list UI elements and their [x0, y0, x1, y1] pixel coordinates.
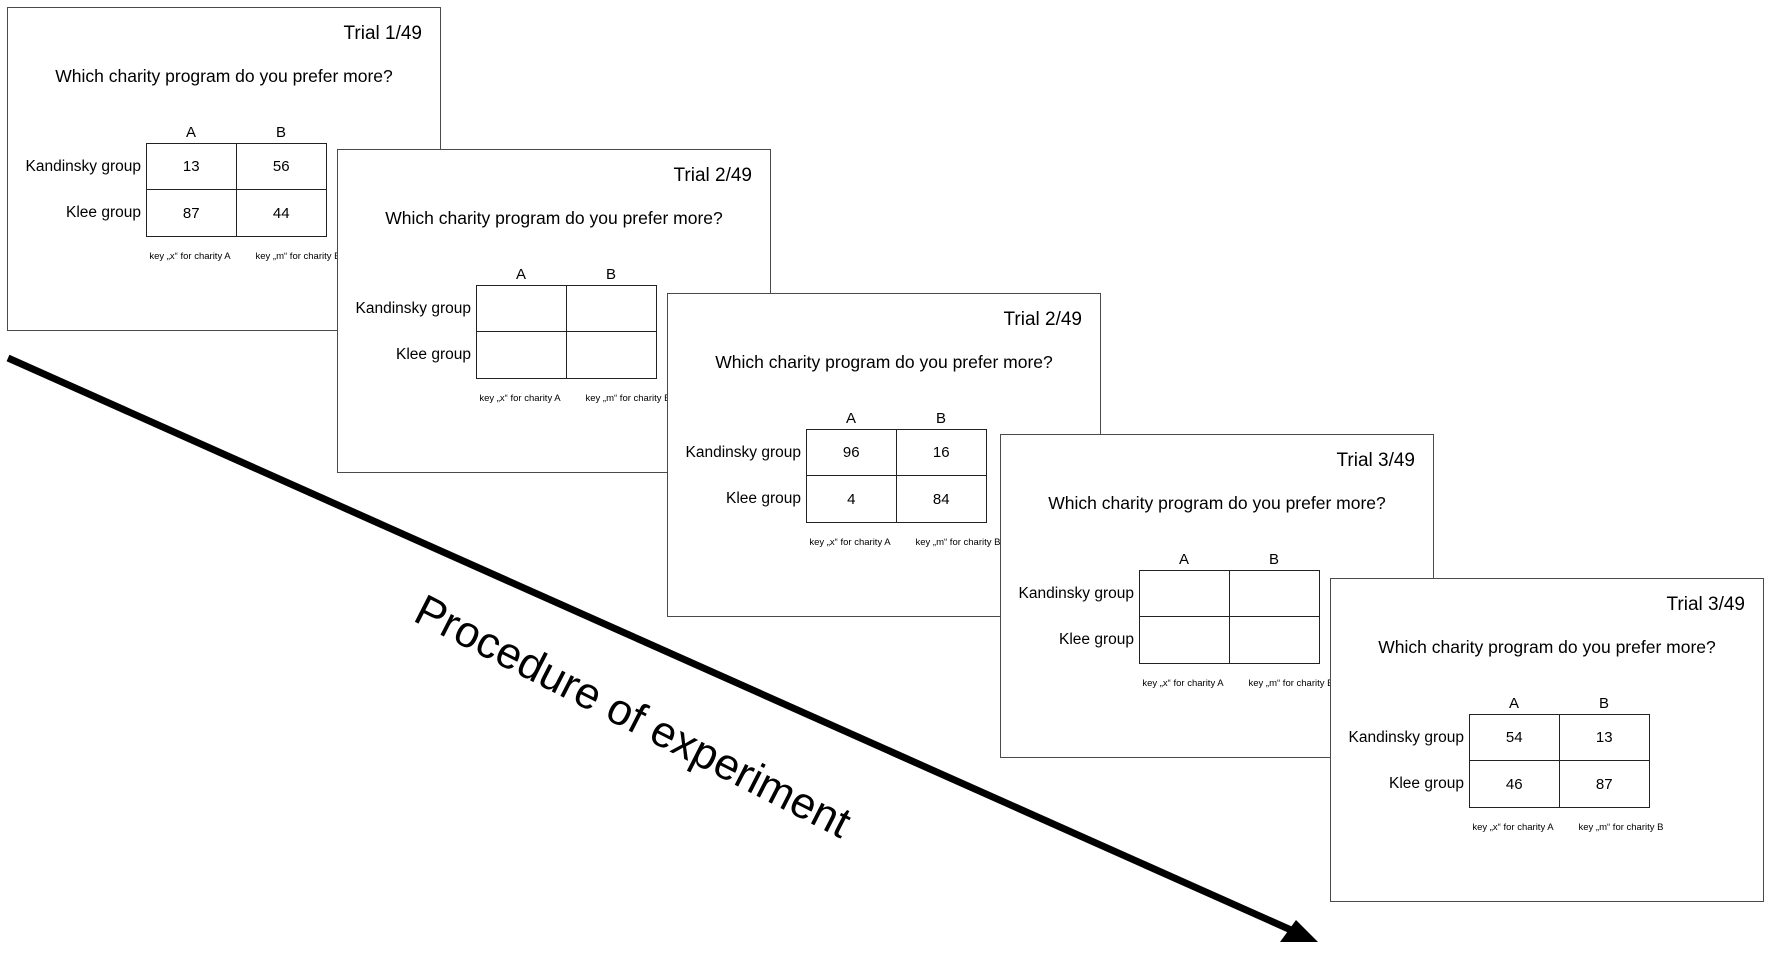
- cell-klee-b: [567, 332, 657, 378]
- cell-klee-a: 87: [147, 190, 237, 236]
- trial-counter: Trial 2/49: [673, 165, 753, 186]
- column-header-b: B: [605, 266, 616, 283]
- cell-klee-b: 44: [272, 204, 290, 222]
- column-header-b: B: [1598, 695, 1609, 712]
- row-header-klee: Klee group: [1389, 775, 1464, 792]
- row-header-kandinsky: Kandinsky group: [1018, 585, 1134, 602]
- cell-klee-a: [477, 332, 567, 378]
- trial-counter: Trial 3/49: [1336, 450, 1416, 471]
- key-hint-b: key „m“ for charity B: [255, 251, 341, 262]
- payoff-table: 54 13 46 87: [1469, 714, 1650, 808]
- cell-klee-b: 84: [932, 490, 950, 508]
- cell-kandinsky-b: 16: [896, 430, 986, 476]
- trial-counter: Trial 1/49: [343, 23, 423, 44]
- cell-kandinsky-a: [477, 286, 567, 332]
- payoff-table: [1139, 570, 1320, 664]
- key-hint-a: key „x“ for charity A: [809, 537, 891, 548]
- row-header-kandinsky: Kandinsky group: [685, 444, 801, 461]
- cell-kandinsky-b: 56: [236, 144, 326, 190]
- procedure-arrow-head: [1280, 920, 1318, 942]
- row-header-klee: Klee group: [66, 204, 141, 221]
- payoff-table: 13 56 87 44: [146, 143, 327, 237]
- cell-kandinsky-a: 13: [147, 144, 237, 190]
- cell-kandinsky-a: 54: [1470, 715, 1560, 761]
- row-header-kandinsky: Kandinsky group: [1348, 729, 1464, 746]
- cell-kandinsky-b: [1229, 571, 1319, 617]
- column-header-a: A: [1508, 695, 1519, 712]
- key-hint-a: key „x“ for charity A: [1472, 822, 1554, 833]
- column-header-b: B: [1268, 551, 1279, 568]
- row-header-klee: Klee group: [396, 346, 471, 363]
- cell-klee-a: 46: [1470, 761, 1560, 807]
- column-header-a: A: [1178, 551, 1189, 568]
- row-header-klee: Klee group: [1059, 631, 1134, 648]
- key-hint-a: key „x“ for charity A: [1142, 678, 1224, 689]
- payoff-table: [476, 285, 657, 379]
- cell-klee-b: [1230, 617, 1320, 663]
- row-header-kandinsky: Kandinsky group: [355, 300, 471, 317]
- cell-kandinsky-b: 13: [1559, 715, 1649, 761]
- question-text: Which charity program do you prefer more…: [715, 352, 1053, 372]
- key-hint-b: key „m“ for charity B: [1578, 822, 1664, 833]
- trial-counter: Trial 3/49: [1666, 594, 1746, 615]
- procedure-arrow-line: [6, 354, 1302, 938]
- question-text: Which charity program do you prefer more…: [55, 66, 393, 86]
- row-header-kandinsky: Kandinsky group: [25, 158, 141, 175]
- trial-slide-5: Trial 3/49 Which charity program do you …: [1330, 578, 1764, 902]
- key-hint-a: key „x“ for charity A: [149, 251, 231, 262]
- payoff-table: 96 16 4 84: [806, 429, 987, 523]
- cell-kandinsky-b: [566, 286, 656, 332]
- row-header-klee: Klee group: [726, 490, 801, 507]
- question-text: Which charity program do you prefer more…: [385, 208, 723, 228]
- column-header-a: A: [845, 410, 856, 427]
- column-header-a: A: [185, 124, 196, 141]
- column-header-b: B: [935, 410, 946, 427]
- key-hint-b: key „m“ for charity B: [585, 393, 671, 404]
- column-header-b: B: [275, 124, 286, 141]
- key-hint-a: key „x“ for charity A: [479, 393, 561, 404]
- question-text: Which charity program do you prefer more…: [1048, 493, 1386, 513]
- key-hint-b: key „m“ for charity B: [1248, 678, 1334, 689]
- question-text: Which charity program do you prefer more…: [1378, 637, 1716, 657]
- cell-klee-a: 4: [807, 476, 897, 522]
- cell-klee-b: 87: [1595, 775, 1613, 793]
- trial-counter: Trial 2/49: [1003, 309, 1083, 330]
- column-header-a: A: [515, 266, 526, 283]
- key-hint-b: key „m“ for charity B: [915, 537, 1001, 548]
- cell-kandinsky-a: 96: [807, 430, 897, 476]
- cell-klee-a: [1140, 617, 1230, 663]
- cell-kandinsky-a: [1140, 571, 1230, 617]
